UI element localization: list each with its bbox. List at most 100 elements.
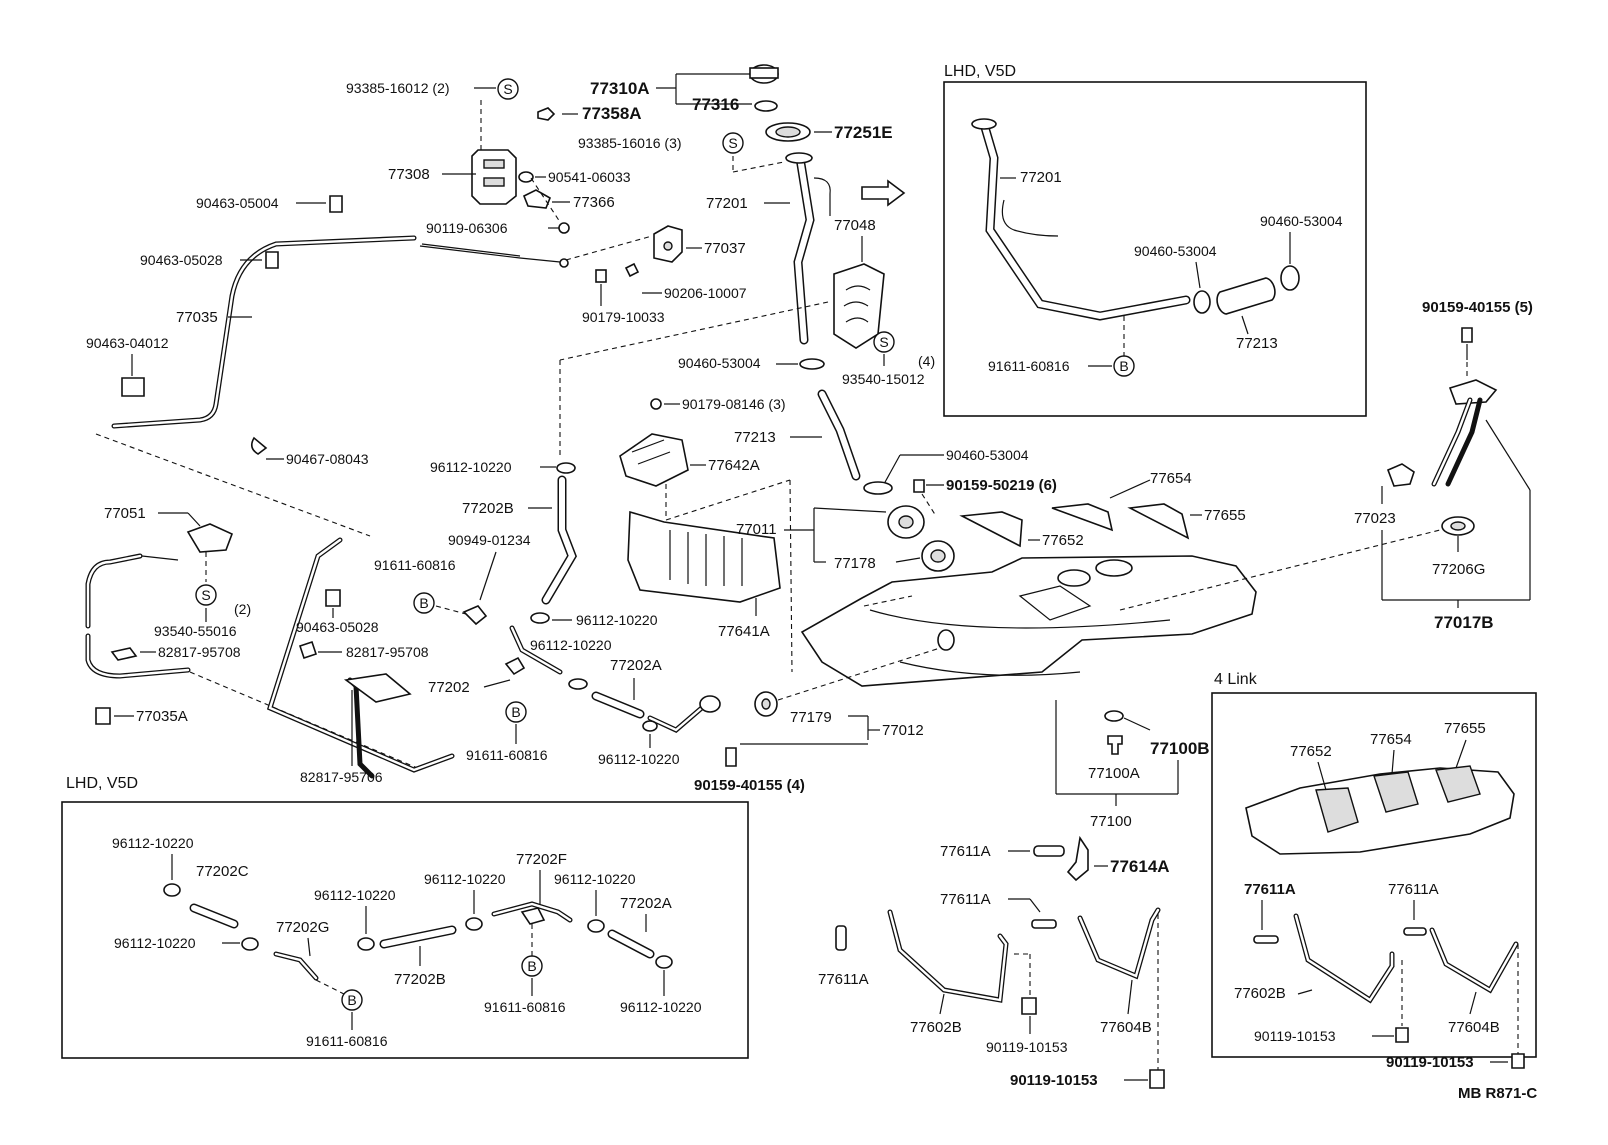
label-b77202B: 77202B	[394, 971, 446, 988]
clamp-90463-05004	[329, 195, 343, 213]
pump-bracket-77023	[1448, 379, 1498, 405]
label-b96112-10220-c: 96112-10220	[314, 887, 396, 903]
gasket-77100B	[1104, 710, 1124, 722]
inset-hose-parts: 96112-10220 77202C 96112-10220 77202G B …	[112, 835, 702, 1049]
label-77654: 77654	[1150, 470, 1192, 487]
label-93385-16016: 93385-16016 (3)	[578, 135, 682, 151]
symbol-s-93385-16012: S	[497, 78, 519, 100]
label-90541-06033: 90541-06033	[548, 169, 631, 185]
label-77201: 77201	[706, 195, 748, 212]
label-b77202G: 77202G	[276, 919, 329, 936]
label-b96112-10220-f: 96112-10220	[620, 999, 702, 1015]
label-77100B: 77100B	[1150, 739, 1210, 758]
inset-4-link	[1211, 692, 1537, 1058]
label-96112-10220-c: 96112-10220	[530, 637, 612, 653]
gasket-77316	[754, 100, 778, 112]
label-r77206G: 77206G	[1432, 561, 1485, 578]
label-r90159-40155: 90159-40155 (5)	[1422, 299, 1533, 316]
label-77035A: 77035A	[136, 708, 188, 725]
label-77611A-1: 77611A	[940, 843, 991, 860]
clip-b96112-10220-f	[655, 955, 673, 969]
label-77178: 77178	[834, 555, 876, 572]
band-77614A	[1066, 835, 1089, 882]
clamp-90463-04012	[121, 377, 145, 397]
label-k77602B: 77602B	[1234, 985, 1286, 1002]
view-arrow	[861, 179, 906, 207]
clip-90467-08043	[250, 436, 268, 455]
clamp-90463-05028-b	[325, 589, 341, 607]
label-k77655: 77655	[1444, 720, 1486, 737]
band-77654	[1051, 503, 1114, 532]
label-b77202F: 77202F	[516, 851, 567, 868]
label-77652: 77652	[1042, 532, 1084, 549]
label-77611A-3: 77611A	[818, 971, 869, 988]
label-90159-50219: 90159-50219 (6)	[946, 477, 1057, 494]
label-77012: 77012	[882, 722, 924, 739]
svg-text:S: S	[879, 334, 888, 350]
label-b96112-10220-b: 96112-10220	[114, 935, 196, 951]
label-77202B: 77202B	[462, 500, 514, 517]
tank-bands-group: 77611A 77614A 77611A 77611A 90119-10153 …	[818, 835, 1170, 1089]
label-77310A: 77310A	[590, 79, 650, 98]
bracket-77366	[522, 189, 552, 209]
filler-hose-group: 90460-53004 77213 90179-08146 (3) 90460-…	[650, 355, 1057, 517]
label-77358A: 77358A	[582, 104, 642, 123]
inset-lhd-v5d-hoses	[61, 801, 749, 1059]
inset-4-link-parts: 77652 77654 77655 77611A 77611A 77602B 9…	[1234, 720, 1525, 1071]
label-77179: 77179	[790, 709, 832, 726]
inset-filler-parts: 77201 90460-53004 90460-53004 77213 B 91…	[971, 118, 1343, 377]
label-k77604B: 77604B	[1448, 1019, 1500, 1036]
label-r77023: 77023	[1354, 510, 1396, 527]
symbol-s-93540-55016: S	[195, 584, 217, 606]
label-96112-10220-a: 96112-10220	[430, 459, 512, 475]
clip-90206-10007	[624, 262, 640, 278]
inset-title-4-link: 4 Link	[1214, 671, 1258, 688]
label-k77611A-a: 77611A	[1244, 881, 1296, 898]
label-90463-04012: 90463-04012	[86, 335, 169, 351]
label-77011: 77011	[736, 521, 777, 538]
label-b91611-60816-a: 91611-60816	[306, 1033, 388, 1049]
clip-96112-10220-b	[530, 612, 550, 624]
symbol-b-91611-60816-a: B	[413, 592, 435, 614]
symbol-b-91611-60816-b: B	[505, 701, 527, 723]
label-96112-10220-d: 96112-10220	[598, 751, 680, 767]
joint-b77202F	[520, 907, 546, 925]
clip-96112-10220-d	[642, 720, 658, 732]
label-b96112-10220-a: 96112-10220	[112, 835, 194, 851]
label-90159-40155-4: 90159-40155 (4)	[694, 777, 805, 794]
bracket-82817-95706	[343, 673, 412, 703]
label-r77213: 77213	[1236, 335, 1278, 352]
pump-77023	[1386, 463, 1415, 487]
tank-sender-port	[1057, 569, 1091, 587]
label-b96112-10220-d: 96112-10220	[424, 871, 506, 887]
fuel-lid-opener-group: 93385-16012 (2) S 77358A 77308 90541-060…	[346, 78, 642, 236]
svg-text:S: S	[201, 587, 210, 603]
bolt-k90119-10153-b	[1511, 1053, 1525, 1069]
four-link-band-77652	[1315, 787, 1359, 833]
cushion-90541-06033	[518, 171, 534, 183]
label-90463-05028: 90463-05028	[140, 252, 223, 268]
label-k90119-10153-b: 90119-10153	[1386, 1054, 1474, 1071]
bolt-k77611A-a	[1253, 935, 1279, 944]
symbol-b-r91611-60816: B	[1113, 355, 1135, 377]
clip-b96112-10220-b	[241, 937, 259, 951]
label-90179-08146: 90179-08146 (3)	[682, 396, 786, 412]
bolt-90159-40155	[725, 747, 737, 767]
label-77602B: 77602B	[910, 1019, 962, 1036]
clamp-r90460-53004-a	[1193, 290, 1211, 314]
svg-text:B: B	[511, 704, 520, 720]
tank-inlet-port	[937, 629, 955, 651]
label-b91611-60816-b: 91611-60816	[484, 999, 566, 1015]
label-r90460-53004-a: 90460-53004	[1134, 243, 1217, 259]
bolt-77611A-3	[835, 925, 847, 951]
label-90119-10153-a: 90119-10153	[986, 1039, 1068, 1055]
fuel-pipe-group: 90463-05028 82817-95708 82817-95706	[266, 537, 455, 785]
label-77035: 77035	[176, 309, 218, 326]
clip-b96112-10220-d	[465, 917, 483, 931]
clip-82817-95708-b	[298, 640, 318, 660]
label-77100: 77100	[1090, 813, 1132, 830]
symbol-s-93540-15012: S	[873, 331, 895, 353]
label-77048: 77048	[834, 217, 876, 234]
